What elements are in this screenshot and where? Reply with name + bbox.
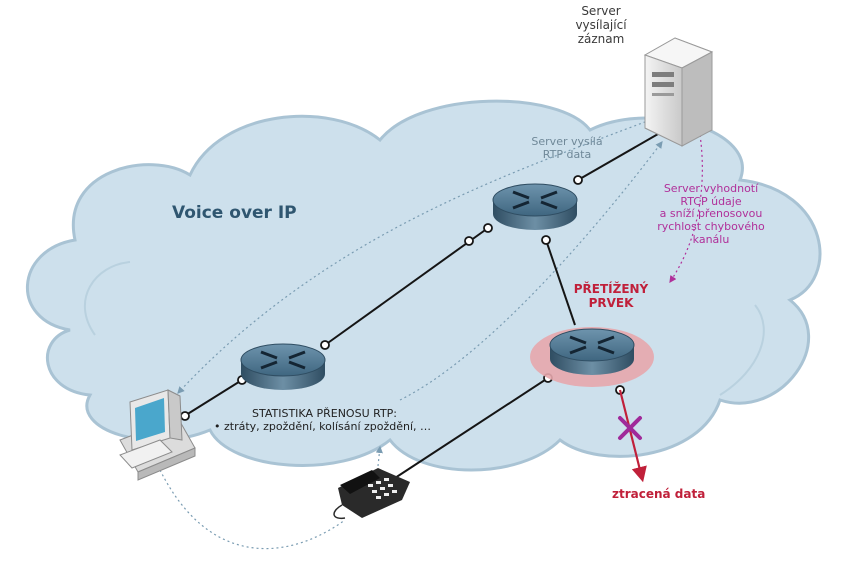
server-label: Server vysílající záznam (566, 4, 636, 46)
desktop-computer-icon (119, 389, 196, 481)
server-evaluates-label: Server vyhodnotí RTCP údaje a sníží přen… (648, 182, 774, 246)
server-sends-line: Server vysílá (531, 135, 603, 148)
overloaded-element-label: PŘETÍŽENÝ PRVEK (566, 282, 656, 311)
server-evaluates-line: Server vyhodnotí (663, 182, 759, 195)
rtp-statistics-title: STATISTIKA PŘENOSU RTP: (252, 407, 398, 420)
lost-data-link (618, 389, 647, 483)
router-icon (492, 183, 578, 230)
router-icon (240, 343, 326, 390)
server-evaluates-line: kanálu (692, 232, 730, 246)
server-evaluates-line: a sníží přenosovou (659, 207, 763, 221)
overloaded-line: PRVEK (588, 295, 634, 310)
server-tower-icon (643, 37, 714, 147)
packet-loss-x-icon (618, 416, 642, 440)
server-sends-label: Server vysílá RTP data (522, 135, 612, 161)
overloaded-line: PŘETÍŽENÝ (573, 282, 649, 296)
server-sends-line: RTP data (542, 147, 592, 161)
diagram-title: Voice over IP (172, 203, 297, 223)
rtp-flow-to-pc (177, 119, 651, 394)
pc-phone-dotted (159, 469, 346, 550)
rtp-statistics-items: • ztráty, zpoždění, kolísání zpoždění, … (214, 419, 432, 433)
server-label-line: záznam (577, 31, 625, 46)
rtp-statistics: STATISTIKA PŘENOSU RTP: • ztráty, zpoždě… (214, 407, 432, 433)
server-evaluates-line: RTCP údaje (680, 194, 742, 208)
overloaded-router-icon (530, 327, 654, 387)
link-ports (180, 175, 625, 421)
telephone-icon (333, 468, 410, 520)
rtp-flow-to-phone (399, 141, 663, 401)
server-label-line: Server (581, 4, 621, 18)
lost-data-label: ztracená data (612, 487, 706, 501)
server-label-line: vysílající (575, 17, 627, 32)
server-evaluates-line: rychlost chybového (657, 219, 765, 233)
stats-arrow (375, 445, 383, 467)
